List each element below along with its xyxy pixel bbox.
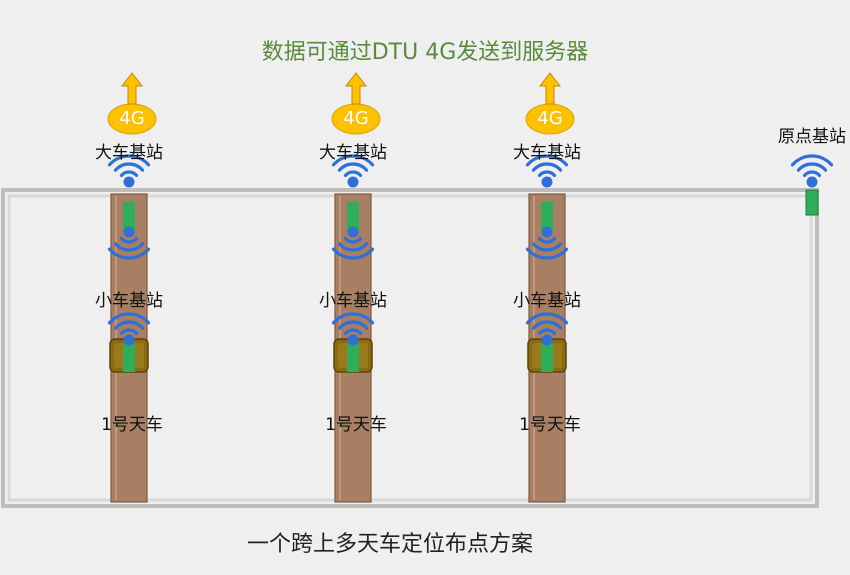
rail-frame	[1, 188, 819, 508]
crane-station-label: 大车基站	[95, 143, 163, 163]
signal-arc	[119, 170, 139, 177]
signal-arc	[331, 247, 375, 260]
badge-4g-label: 4G	[537, 108, 563, 129]
signal-arc	[790, 154, 834, 167]
signal-arc	[525, 312, 569, 325]
crane-unit	[107, 72, 157, 503]
crane-station-wifi-icon	[525, 154, 569, 188]
signal-dot	[347, 176, 359, 188]
signal-arc	[113, 320, 145, 330]
signal-dot	[123, 226, 135, 238]
trolley-station-module	[347, 344, 359, 372]
signal-arc	[331, 154, 375, 167]
signal-dot	[541, 334, 553, 346]
trolley-station-label: 小车基站	[513, 291, 581, 311]
signal-arc	[107, 154, 151, 167]
trolley-station-wifi-icon	[107, 312, 151, 346]
signal-arc	[113, 162, 145, 172]
trolley-station-module	[123, 344, 135, 372]
signal-arc	[802, 170, 822, 177]
badge-4g-label: 4G	[119, 108, 145, 129]
signal-dot	[806, 176, 818, 188]
trolley-station-module	[541, 344, 553, 372]
up-arrow-icon	[538, 72, 562, 105]
diagram-footer-title: 一个跨上多天车定位布点方案	[246, 532, 533, 557]
up-arrow-icon	[120, 72, 144, 105]
crane-station-module	[541, 202, 553, 232]
trolley-station-wifi-icon	[525, 312, 569, 346]
signal-arc	[537, 237, 557, 244]
signal-arc	[525, 154, 569, 167]
badge-4g-label: 4G	[343, 108, 369, 129]
signal-arc	[796, 162, 828, 172]
origin-station-module	[805, 189, 819, 216]
up-arrow-icon	[344, 72, 368, 105]
signal-arc	[343, 170, 363, 177]
crane-name-label: 1号天车	[325, 415, 387, 435]
signal-arc	[537, 328, 557, 335]
signal-arc	[531, 242, 563, 252]
signal-dot	[541, 226, 553, 238]
signal-arc	[337, 320, 369, 330]
crane-name-label: 1号天车	[519, 415, 581, 435]
crane-station-module	[347, 202, 359, 232]
crane-unit	[331, 72, 381, 503]
signal-arc	[537, 170, 557, 177]
signal-arc	[337, 162, 369, 172]
crane-station-downlink-wifi-icon	[331, 226, 375, 260]
signal-dot	[123, 176, 135, 188]
signal-arc	[119, 328, 139, 335]
crane-station-label: 大车基站	[513, 143, 581, 163]
signal-dot	[541, 176, 553, 188]
diagram-header-title: 数据可通过DTU 4G发送到服务器	[261, 40, 589, 65]
signal-arc	[331, 312, 375, 325]
signal-arc	[107, 312, 151, 325]
crane-station-label: 大车基站	[319, 143, 387, 163]
signal-arc	[337, 242, 369, 252]
origin-station	[790, 154, 834, 216]
signal-arc	[531, 162, 563, 172]
signal-arc	[107, 247, 151, 260]
trolley-station-label: 小车基站	[319, 291, 387, 311]
signal-dot	[123, 334, 135, 346]
signal-arc	[119, 237, 139, 244]
origin-station-wifi-icon	[790, 154, 834, 188]
signal-arc	[343, 237, 363, 244]
crane-name-label: 1号天车	[101, 415, 163, 435]
signal-arc	[343, 328, 363, 335]
signal-arc	[113, 242, 145, 252]
trolley-station-wifi-icon	[331, 312, 375, 346]
trolley-station-label: 小车基站	[95, 291, 163, 311]
signal-dot	[347, 334, 359, 346]
signal-arc	[531, 320, 563, 330]
crane-station-module	[123, 202, 135, 232]
signal-dot	[347, 226, 359, 238]
origin-station-label: 原点基站	[778, 127, 846, 147]
crane-unit	[525, 72, 575, 503]
crane-station-wifi-icon	[331, 154, 375, 188]
crane-station-downlink-wifi-icon	[107, 226, 151, 260]
crane-station-downlink-wifi-icon	[525, 226, 569, 260]
signal-arc	[525, 247, 569, 260]
crane-station-wifi-icon	[107, 154, 151, 188]
